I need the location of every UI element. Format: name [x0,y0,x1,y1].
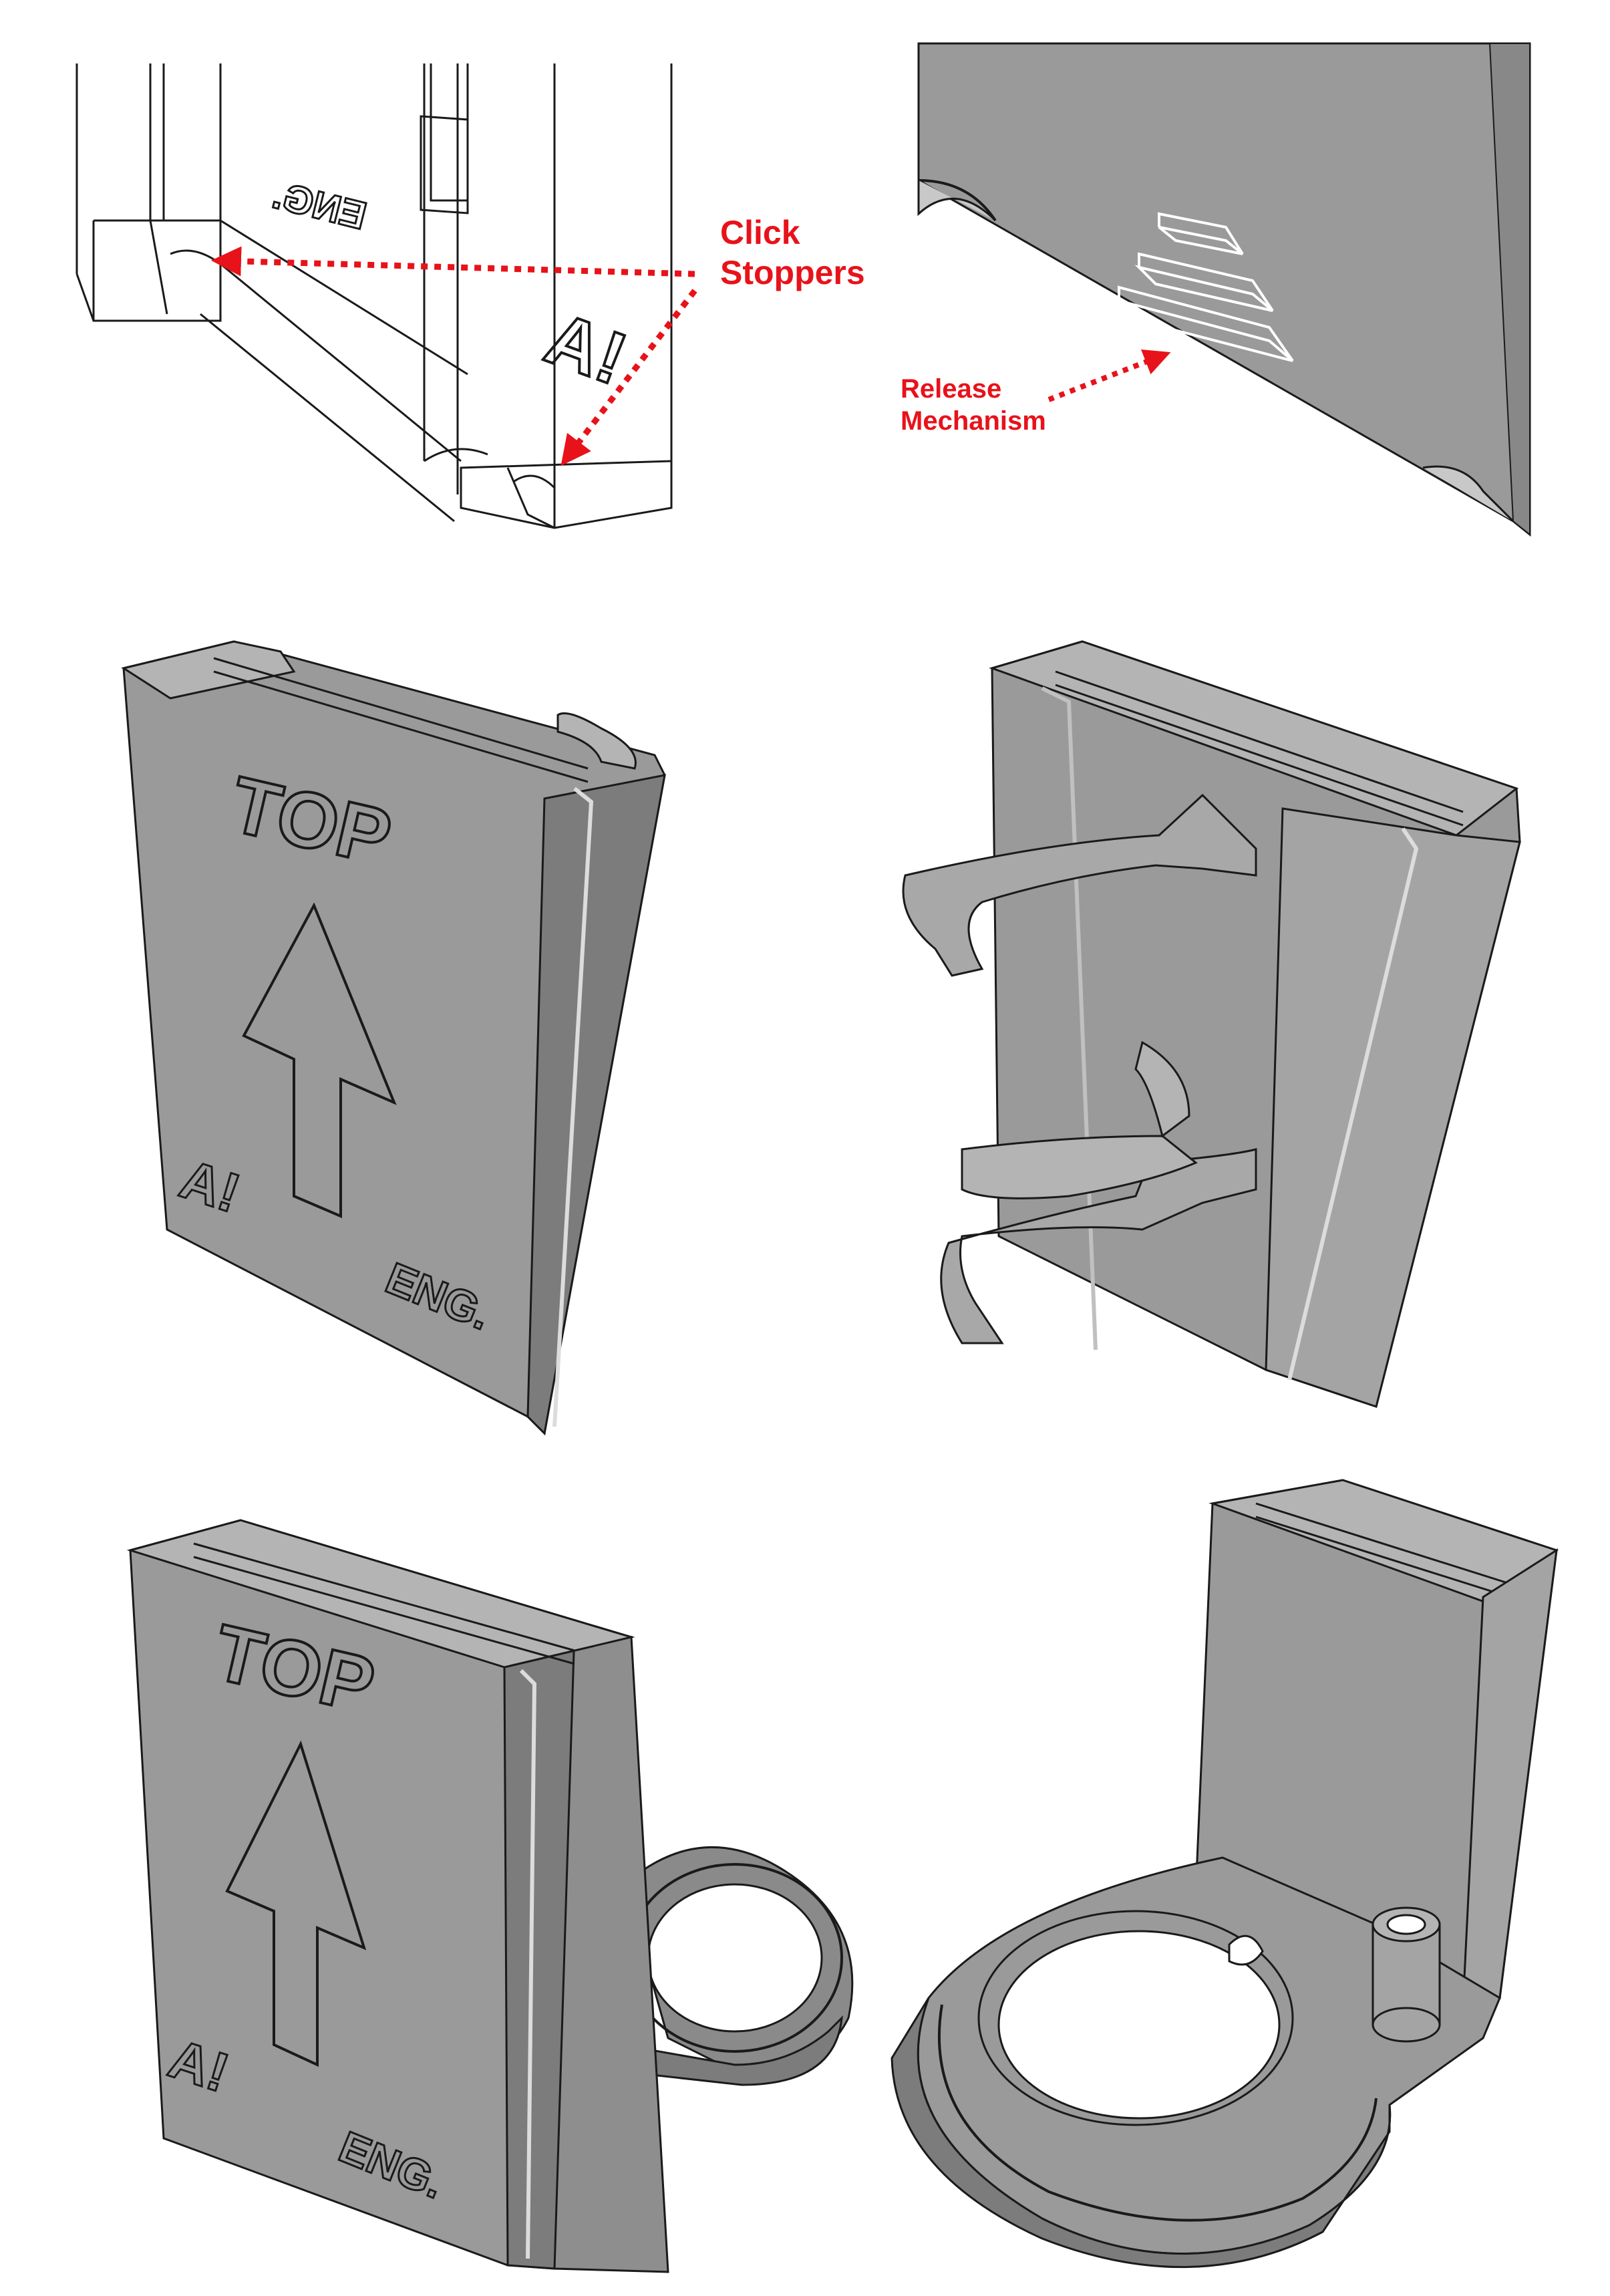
wireframe-panel [75,63,673,529]
release-mechanism-label: Release Mechanism [901,374,1046,436]
ring-base-back-panel [891,1479,1559,2269]
release-arrow [1048,349,1171,402]
clip-front-panel [121,640,666,1436]
svg-text:ENG.: ENG. [268,173,370,238]
wireframe-mirrored-text: ENG. A! [267,172,638,402]
release-ridges [1114,212,1294,362]
svg-text:A!: A! [536,297,637,400]
clip-ring-front-panel [126,1519,854,2273]
click-stoppers-label: Click Stoppers [720,214,865,291]
release-mechanism-panel [917,42,1531,537]
click-stopper-arrows [211,246,697,466]
clip-back-panel [902,640,1521,1408]
